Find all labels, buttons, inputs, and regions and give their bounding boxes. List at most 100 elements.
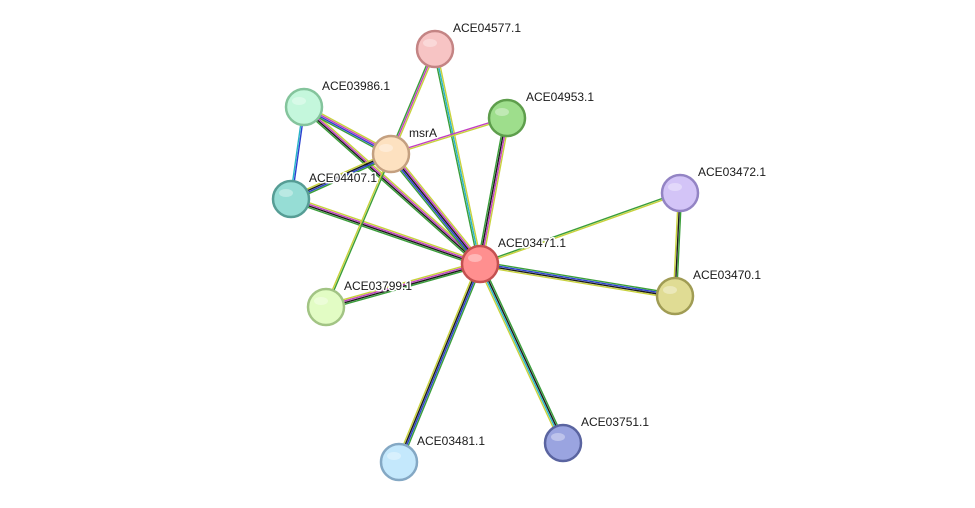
node-ACE03751.1[interactable] (543, 423, 583, 463)
edge-ACE03471.1-msrA[interactable] (387, 151, 484, 267)
edge-evidence-neighborhood (387, 155, 479, 267)
edge-evidence-neighborhood (481, 262, 566, 443)
edge-evidence-textmining (479, 193, 681, 266)
edge-evidence-neighborhood (479, 191, 681, 264)
edge-evidence-coexpression (478, 117, 507, 265)
node-circle (379, 442, 419, 482)
edge-evidence-experiments (303, 105, 482, 265)
edge-evidence-experiments (480, 117, 509, 265)
node-label: ACE03481.1 (417, 434, 485, 448)
edge-msrA-ACE04953.1[interactable] (390, 116, 508, 156)
node-circle (306, 287, 346, 327)
edge-evidence-neighborhood (479, 260, 677, 295)
edge-evidence-neighborhood (325, 265, 482, 311)
edge-evidence-coexpression (397, 262, 480, 463)
edge-msrA-ACE03799.1[interactable] (324, 152, 393, 309)
node-label: ACE04407.1 (309, 171, 377, 185)
edge-evidence-experiments (391, 152, 482, 264)
node-ACE04953.1[interactable] (487, 98, 527, 138)
node-ACE03470.1[interactable] (655, 276, 695, 316)
edge-ACE03471.1-ACE03472.1[interactable] (479, 191, 681, 266)
edge-evidence-textmining (324, 152, 391, 308)
edge-ACE03471.1-ACE03470.1[interactable] (478, 260, 677, 300)
edge-evidence-coexpression (480, 262, 565, 444)
edge-evidence-experiments (325, 262, 481, 307)
edge-ACE03471.1-ACE03986.1[interactable] (301, 104, 483, 267)
node-ACE03472.1[interactable] (660, 173, 700, 213)
node-circle (543, 423, 583, 463)
edge-evidence-databases (478, 263, 563, 445)
node-highlight (668, 183, 682, 191)
node-highlight (468, 254, 482, 262)
node-circle (487, 98, 527, 138)
edge-evidence-textmining (324, 260, 481, 306)
node-highlight (551, 433, 565, 441)
node-msrA[interactable] (371, 134, 411, 174)
edge-evidence-neighborhood (301, 108, 480, 267)
node-circle (660, 173, 700, 213)
node-highlight (423, 39, 437, 47)
node-ACE03471.1[interactable] (460, 244, 500, 284)
edge-ACE03471.1-ACE03799.1[interactable] (324, 260, 482, 311)
node-circle (284, 87, 324, 127)
node-label: ACE03751.1 (581, 415, 649, 429)
node-label: ACE03799.1 (344, 279, 412, 293)
edge-evidence-neighborhood (400, 264, 483, 464)
node-ACE03481.1[interactable] (379, 442, 419, 482)
edge-evidence-experiments (390, 116, 508, 154)
edge-evidence-textmining (390, 118, 508, 156)
node-circle (655, 276, 695, 316)
edge-evidence-cooccurrence (399, 263, 482, 464)
node-ACE03986.1[interactable] (284, 87, 324, 127)
node-label: ACE04953.1 (526, 90, 594, 104)
node-label: msrA (409, 126, 437, 140)
node-ACE04407.1[interactable] (271, 179, 311, 219)
node-highlight (279, 189, 293, 197)
edge-evidence-cooccurrence (479, 262, 676, 296)
edge-ACE03471.1-ACE04407.1[interactable] (289, 196, 482, 267)
edge-evidence-textmining (392, 151, 484, 263)
node-highlight (314, 297, 328, 305)
edge-evidence-textmining (435, 47, 483, 265)
edge-evidence-coexpression (302, 106, 481, 266)
node-circle (415, 29, 455, 69)
node-circle (460, 244, 500, 284)
edge-evidence-textmining (481, 117, 511, 266)
edge-ACE03471.1-ACE04953.1[interactable] (476, 116, 511, 266)
edge-ACE03471.1-ACE03481.1[interactable] (396, 262, 483, 464)
node-circle (271, 179, 311, 219)
edge-evidence-textmining (396, 262, 479, 462)
node-highlight (387, 452, 401, 460)
edge-evidence-coexpression (325, 264, 481, 309)
edge-evidence-coexpression (390, 153, 481, 265)
edge-ACE03471.1-ACE04577.1[interactable] (432, 47, 483, 266)
edge-evidence-textmining (478, 265, 676, 300)
edge-evidence-coexpression (479, 264, 676, 298)
node-label: ACE03471.1 (498, 236, 566, 250)
edge-ACE03471.1-ACE03751.1[interactable] (477, 262, 566, 445)
edge-evidence-neighborhood (432, 48, 480, 266)
node-label: ACE04577.1 (453, 21, 521, 35)
node-highlight (495, 108, 509, 116)
node-label: ACE03472.1 (698, 165, 766, 179)
edge-evidence-cooccurrence (389, 154, 480, 266)
node-layer (271, 29, 700, 482)
node-label: ACE03470.1 (693, 268, 761, 282)
edge-evidence-textmining (304, 104, 483, 263)
edge-evidence-neighborhood (289, 200, 480, 267)
edge-evidence-neighborhood (326, 153, 393, 309)
edge-evidence-coexpression (290, 199, 481, 266)
edge-evidence-textmining (291, 196, 482, 263)
node-ACE03799.1[interactable] (306, 287, 346, 327)
edge-evidence-databases (434, 48, 481, 265)
edge-evidence-textmining (477, 264, 562, 445)
node-highlight (663, 286, 677, 294)
node-circle (371, 134, 411, 174)
edge-evidence-experiments (290, 197, 481, 264)
node-highlight (292, 97, 306, 105)
node-label: ACE03986.1 (322, 79, 390, 93)
edge-evidence-neighborhood (476, 116, 506, 265)
node-ACE04577.1[interactable] (415, 29, 455, 69)
